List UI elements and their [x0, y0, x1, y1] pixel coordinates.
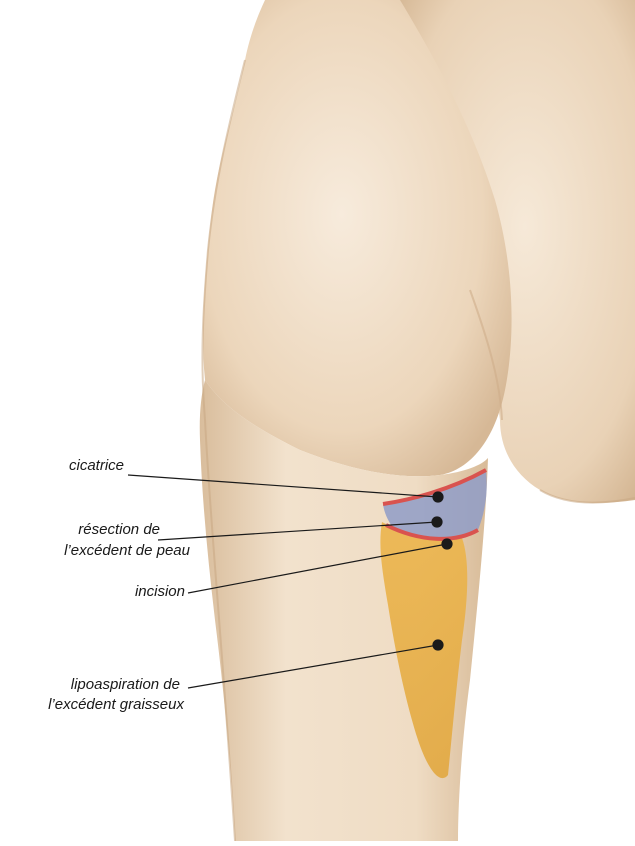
label-scar: cicatrice — [42, 456, 124, 475]
label-liposuction-line1: lipoaspiration de — [10, 675, 180, 694]
dot-liposuction — [433, 640, 443, 650]
dot-resection — [432, 517, 442, 527]
dot-scar — [433, 492, 443, 502]
label-skin-resection-line2: l’excédent de peau — [8, 541, 190, 560]
label-liposuction-line2: l’excédent graisseux — [4, 695, 184, 714]
label-incision: incision — [90, 582, 185, 601]
label-skin-resection-line1: résection de — [30, 520, 160, 539]
dot-incision — [442, 539, 452, 549]
